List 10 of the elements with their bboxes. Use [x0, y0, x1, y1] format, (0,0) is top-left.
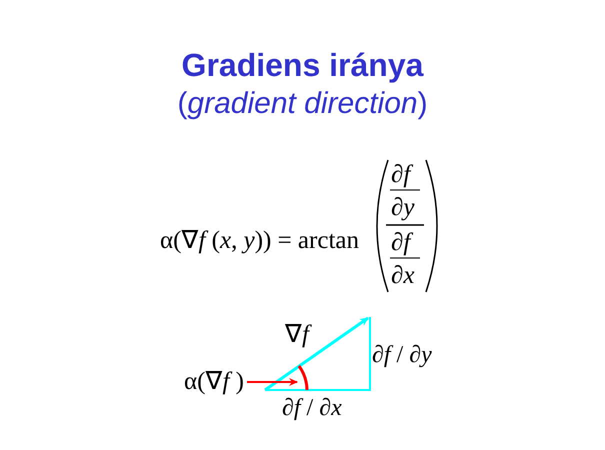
horizontal-side-label: ∂f / ∂x: [282, 394, 342, 423]
angle-arc: [298, 365, 308, 390]
arrow: [247, 378, 298, 386]
title: Gradiens iránya: [182, 46, 424, 84]
denominator: ∂y: [391, 193, 414, 223]
angle-label: α(∇f ): [184, 367, 244, 397]
formula-text: α(∇f (x, y)) = arctan: [160, 226, 359, 256]
subtitle: (gradient direction): [177, 86, 428, 122]
vertical-side-label: ∂f / ∂y: [372, 341, 432, 370]
denominator: ∂x: [391, 261, 414, 291]
